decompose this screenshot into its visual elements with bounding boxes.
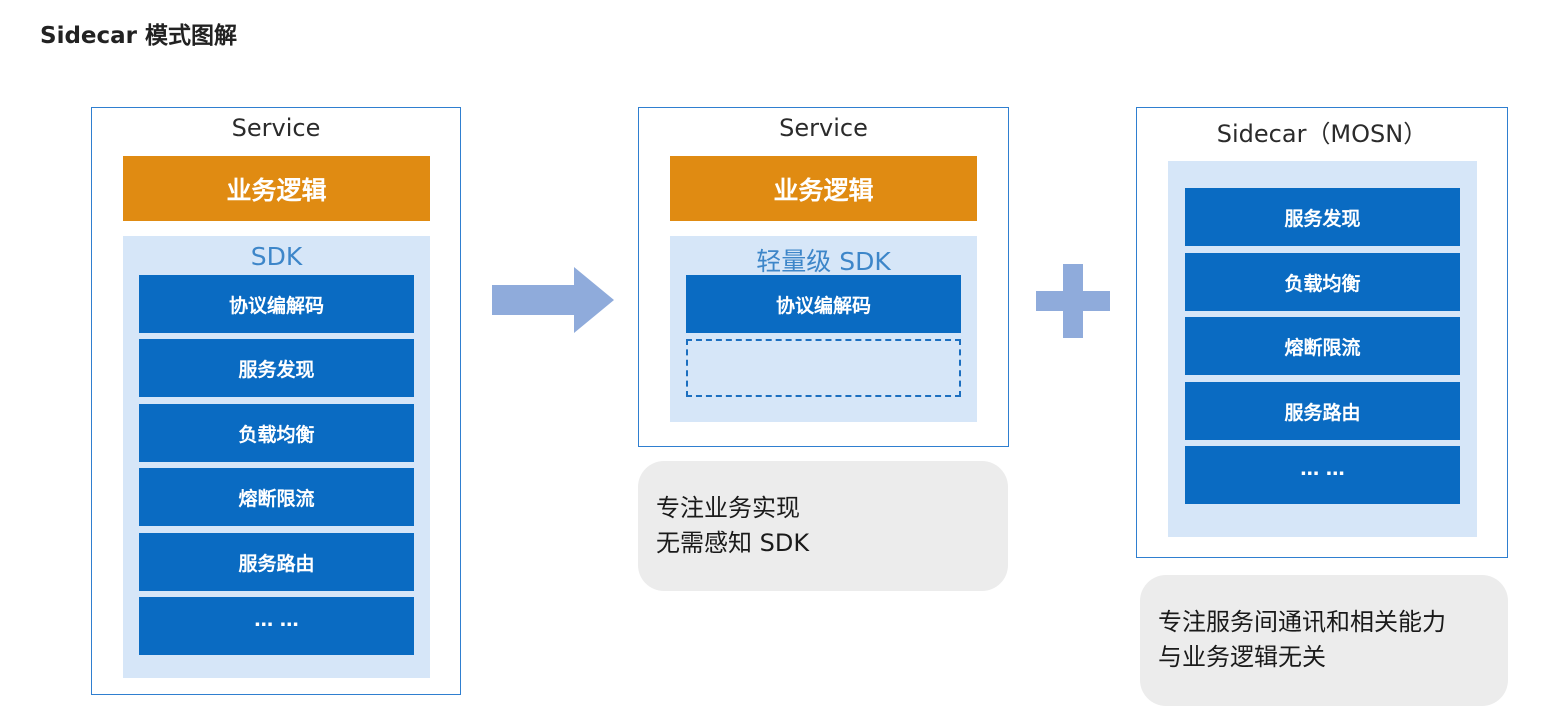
business-logic-block: 业务逻辑	[123, 156, 430, 221]
service-panel-left: Service 业务逻辑 SDK 协议编解码 服务发现 负载均衡 熔断限流 服务…	[91, 107, 461, 695]
sdk-title: SDK	[250, 242, 303, 271]
ellipsis-block: … …	[1185, 446, 1460, 504]
sdk-title: 轻量级 SDK	[756, 247, 891, 276]
service-routing-block: 服务路由	[1185, 382, 1460, 440]
load-balancing-block: 负载均衡	[139, 404, 414, 462]
circuit-breaker-block: 熔断限流	[139, 468, 414, 526]
note-line: 无需感知 SDK	[656, 529, 810, 557]
codec-block: 协议编解码	[139, 275, 414, 333]
service-panel-middle: Service 业务逻辑 轻量级 SDK 协议编解码	[638, 107, 1009, 447]
page-title: Sidecar 模式图解	[40, 23, 238, 49]
note-line: 专注业务实现	[656, 494, 800, 522]
panel-title: Service	[231, 114, 321, 142]
business-logic-block: 业务逻辑	[670, 156, 977, 221]
note-line: 与业务逻辑无关	[1158, 643, 1326, 671]
empty-slot-placeholder	[686, 339, 961, 397]
sidecar-panel: Sidecar（MOSN） 服务发现 负载均衡 熔断限流 服务路由 … …	[1136, 107, 1508, 558]
note-right: 专注服务间通讯和相关能力 与业务逻辑无关	[1140, 575, 1508, 706]
codec-block: 协议编解码	[686, 275, 961, 333]
circuit-breaker-block: 熔断限流	[1185, 317, 1460, 375]
panel-title: Sidecar（MOSN）	[1216, 120, 1428, 148]
note-middle: 专注业务实现 无需感知 SDK	[638, 461, 1008, 591]
service-routing-block: 服务路由	[139, 533, 414, 591]
arrow-right-icon	[492, 267, 614, 333]
note-line: 专注服务间通讯和相关能力	[1158, 608, 1446, 636]
sdk-container: SDK 协议编解码 服务发现 负载均衡 熔断限流 服务路由 … …	[123, 236, 430, 678]
ellipsis-block: … …	[139, 597, 414, 655]
sidecar-capabilities-container: 服务发现 负载均衡 熔断限流 服务路由 … …	[1168, 161, 1477, 537]
plus-icon	[1036, 264, 1110, 338]
panel-title: Service	[779, 114, 868, 142]
lightweight-sdk-container: 轻量级 SDK 协议编解码	[670, 236, 977, 422]
load-balancing-block: 负载均衡	[1185, 253, 1460, 311]
service-discovery-block: 服务发现	[1185, 188, 1460, 246]
service-discovery-block: 服务发现	[139, 339, 414, 397]
